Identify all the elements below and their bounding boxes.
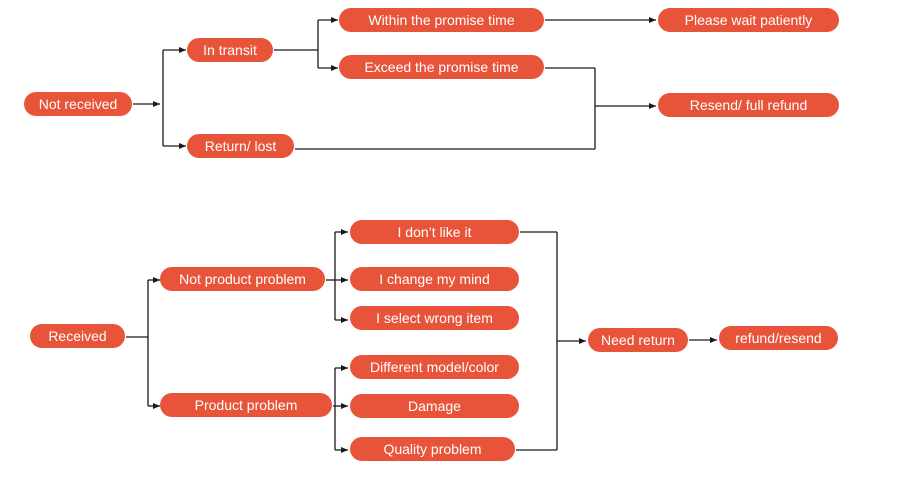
node-in-transit: In transit [187, 38, 273, 62]
node-resend-full-refund: Resend/ full refund [658, 93, 839, 117]
node-not-product-problem: Not product problem [160, 267, 325, 291]
node-change-my-mind: I change my mind [350, 267, 519, 291]
node-damage: Damage [350, 394, 519, 418]
node-select-wrong-item: I select wrong item [350, 306, 519, 330]
node-need-return: Need return [588, 328, 688, 352]
node-different-model-color: Different model/color [350, 355, 519, 379]
node-refund-resend: refund/resend [719, 326, 838, 350]
node-product-problem: Product problem [160, 393, 332, 417]
node-quality-problem: Quality problem [350, 437, 515, 461]
node-return-lost: Return/ lost [187, 134, 294, 158]
node-please-wait-patiently: Please wait patiently [658, 8, 839, 32]
node-dont-like-it: I don’t like it [350, 220, 519, 244]
node-exceed-promise-time: Exceed the promise time [339, 55, 544, 79]
node-not-received: Not received [24, 92, 132, 116]
node-within-promise-time: Within the promise time [339, 8, 544, 32]
node-received: Received [30, 324, 125, 348]
